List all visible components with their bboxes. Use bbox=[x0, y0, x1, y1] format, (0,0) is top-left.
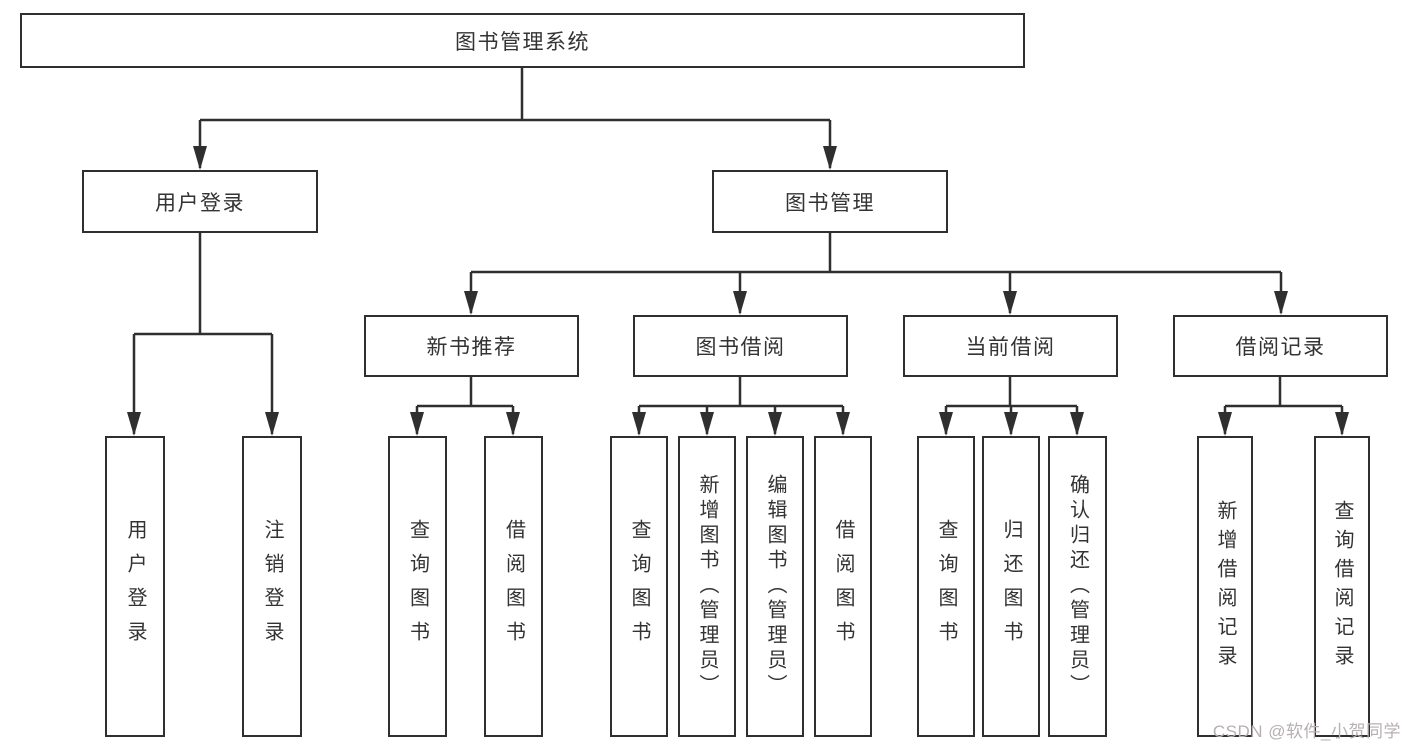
node-query-borrow-record: 查询借阅记录 bbox=[1314, 436, 1370, 737]
leaf-label: 确认归还（管理员） bbox=[1066, 474, 1089, 699]
leaf-label: 新增图书（管理员） bbox=[696, 474, 718, 699]
node-book-borrowing: 图书借阅 bbox=[633, 315, 848, 377]
node-book-management-branch: 图书管理 bbox=[712, 170, 948, 233]
node-borrowing-records: 借阅记录 bbox=[1173, 315, 1388, 377]
leaf-label: 归还图书 bbox=[1000, 518, 1022, 655]
arrowheads bbox=[127, 146, 1349, 436]
leaf-label: 查询图书 bbox=[406, 518, 429, 655]
node-query-books-recommend: 查询图书 bbox=[388, 436, 447, 737]
leaf-label: 借阅图书 bbox=[832, 518, 854, 655]
leaf-label: 查询借阅记录 bbox=[1331, 499, 1353, 674]
leaf-label: 注销登录 bbox=[261, 518, 283, 655]
node-add-book-admin: 新增图书（管理员） bbox=[678, 436, 736, 737]
node-query-books-current: 查询图书 bbox=[917, 436, 975, 737]
node-borrow-books: 借阅图书 bbox=[814, 436, 872, 737]
node-edit-book-admin: 编辑图书（管理员） bbox=[746, 436, 804, 737]
node-user-login-branch: 用户登录 bbox=[82, 170, 318, 233]
leaf-label: 查询图书 bbox=[628, 518, 650, 655]
node-query-books-borrowing: 查询图书 bbox=[610, 436, 668, 737]
node-return-books: 归还图书 bbox=[982, 436, 1040, 737]
leaf-label: 查询图书 bbox=[935, 518, 957, 655]
node-library-management-system: 图书管理系统 bbox=[20, 13, 1025, 68]
leaf-label: 新增借阅记录 bbox=[1214, 499, 1236, 674]
node-current-borrowing: 当前借阅 bbox=[903, 315, 1118, 377]
node-user-login: 用户登录 bbox=[105, 436, 165, 737]
node-borrow-books-recommend: 借阅图书 bbox=[484, 436, 543, 737]
csdn-watermark: CSDN @软件_小贺同学 bbox=[1212, 722, 1401, 741]
node-logout: 注销登录 bbox=[242, 436, 302, 737]
node-add-borrow-record: 新增借阅记录 bbox=[1197, 436, 1253, 737]
leaf-label: 用户登录 bbox=[124, 518, 146, 655]
node-confirm-return-admin: 确认归还（管理员） bbox=[1048, 436, 1107, 737]
node-new-book-recommendation: 新书推荐 bbox=[364, 315, 579, 377]
leaf-label: 借阅图书 bbox=[502, 518, 525, 655]
leaf-label: 编辑图书（管理员） bbox=[764, 474, 786, 699]
